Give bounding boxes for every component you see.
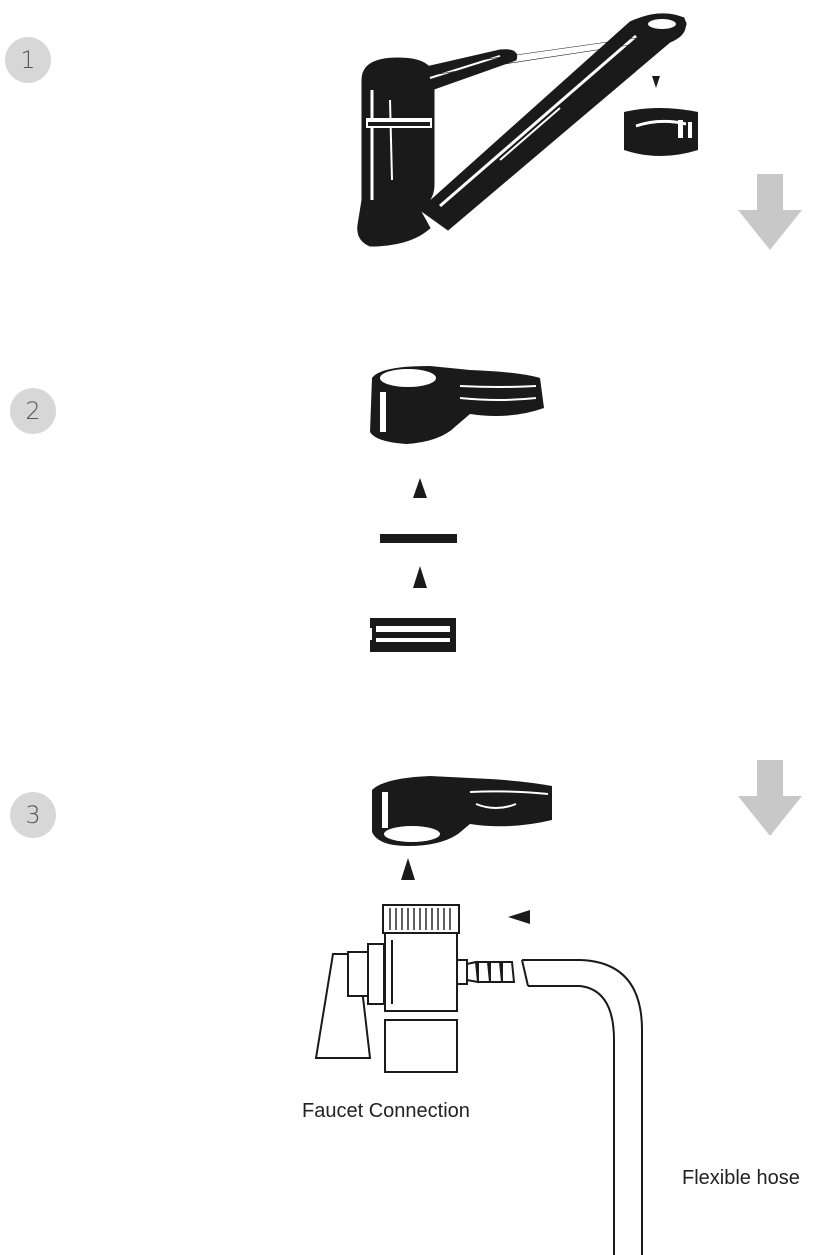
gasket-icon xyxy=(380,534,457,543)
aerator-insert-icon xyxy=(366,618,456,652)
up-arrow-icon xyxy=(413,478,427,498)
next-step-arrow-icon xyxy=(738,760,802,836)
spout-end-step3 xyxy=(372,776,552,846)
aerator-icon xyxy=(624,108,698,156)
left-arrow-icon xyxy=(508,910,530,924)
flexible-hose-illustration xyxy=(522,960,642,1255)
faucet-connection-label: Faucet Connection xyxy=(302,1100,470,1123)
down-arrow-icon xyxy=(652,76,660,88)
spout-end-step2 xyxy=(370,366,544,444)
up-arrow-icon xyxy=(401,858,415,880)
next-step-arrow-icon xyxy=(738,174,802,250)
up-arrow-icon xyxy=(413,566,427,588)
flexible-hose-label: Flexible hose xyxy=(682,1167,800,1190)
diverter-valve-illustration xyxy=(316,905,514,1072)
